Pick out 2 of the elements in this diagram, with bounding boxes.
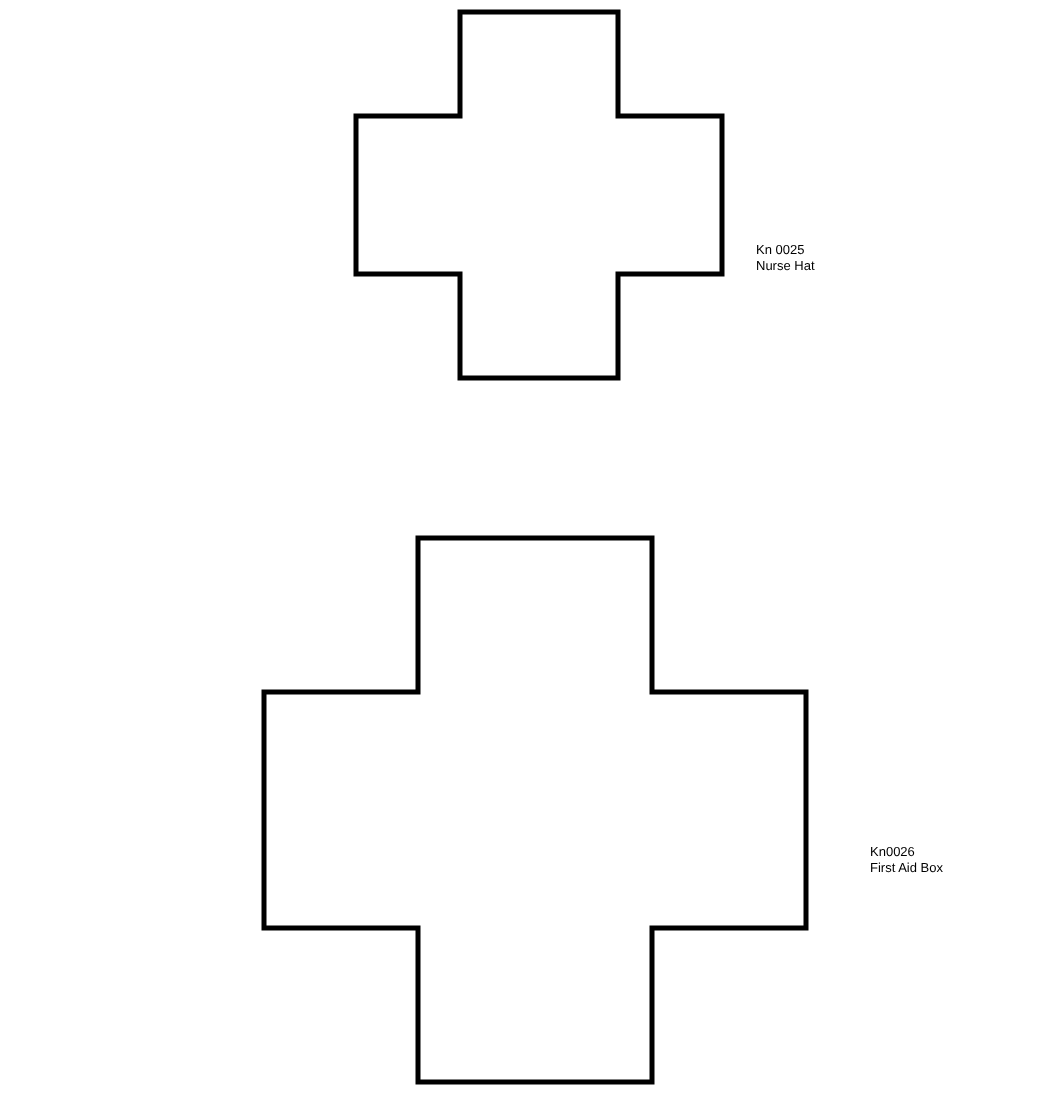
- cross-shape: [264, 538, 806, 1082]
- cross-shape: [356, 12, 722, 378]
